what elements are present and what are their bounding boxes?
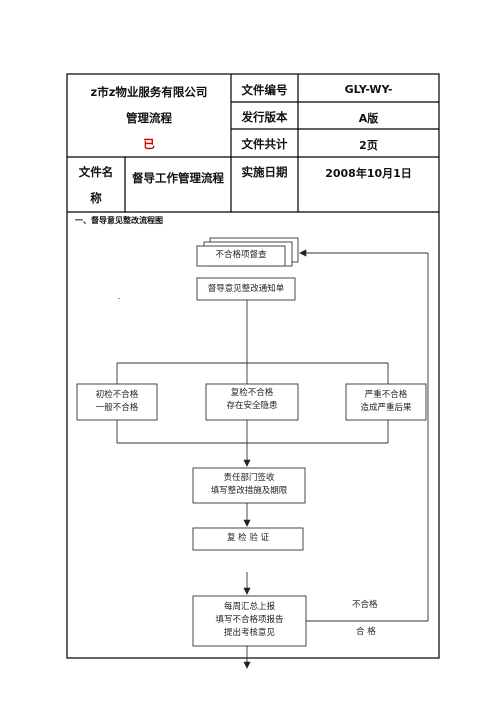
left-box [76, 383, 158, 421]
version-label: 发行版本 [241, 110, 288, 124]
doc-name-label: 文件名 [78, 165, 114, 179]
mid-branch-line1: 复检不合格 [230, 388, 274, 398]
right-branch-line1: 严重不合格 [364, 390, 408, 400]
stray-dot: . [117, 292, 121, 302]
start-node-label: 不合格项督查 [215, 250, 267, 260]
impl-date: 2008年10月1日 [325, 167, 412, 180]
pass-label: 合 格 [356, 627, 376, 637]
table-border [66, 73, 440, 659]
right-box [345, 383, 427, 421]
subtitle: 管理流程 [126, 111, 172, 125]
notice-box [196, 277, 296, 301]
section-title: 一、督导意见整改流程图 [75, 216, 163, 225]
sign-line2: 填写整改措施及期限 [210, 486, 288, 496]
company-name: z市z物业服务有限公司 [90, 85, 208, 99]
sign-box [192, 467, 306, 504]
doc-name: 督导工作管理流程 [132, 171, 224, 185]
notice-label: 督导意见整改通知单 [207, 284, 285, 294]
file-number-value: GLY-WY- [344, 83, 393, 96]
fail-label: 不合格 [352, 600, 378, 610]
verify-box [192, 527, 304, 551]
red-mark: 已 [143, 137, 155, 151]
page-count-value: 2页 [359, 139, 378, 152]
report-box [192, 595, 307, 647]
page-count-label: 文件共计 [241, 137, 288, 151]
sign-line1: 责任部门签收 [223, 473, 275, 483]
left-branch-line1: 初检不合格 [95, 390, 139, 400]
mid-branch-line2: 存在安全隐患 [226, 401, 278, 411]
file-number-label: 文件编号 [241, 83, 288, 97]
doc-name-label-2: 称 [90, 191, 102, 205]
left-branch-line2: 一般不合格 [95, 403, 139, 413]
report-line2: 填写不合格项报告 [215, 615, 284, 625]
report-line1: 每周汇总上报 [223, 602, 275, 612]
impl-date-label: 实施日期 [241, 165, 288, 179]
mid-box [205, 383, 299, 421]
version-value: A版 [358, 112, 379, 125]
doc-shape-front [196, 245, 286, 267]
right-branch-line2: 造成严重后果 [360, 403, 412, 413]
verify-label: 复 检 验 证 [226, 533, 270, 543]
report-line3: 提出考核意见 [223, 628, 275, 638]
